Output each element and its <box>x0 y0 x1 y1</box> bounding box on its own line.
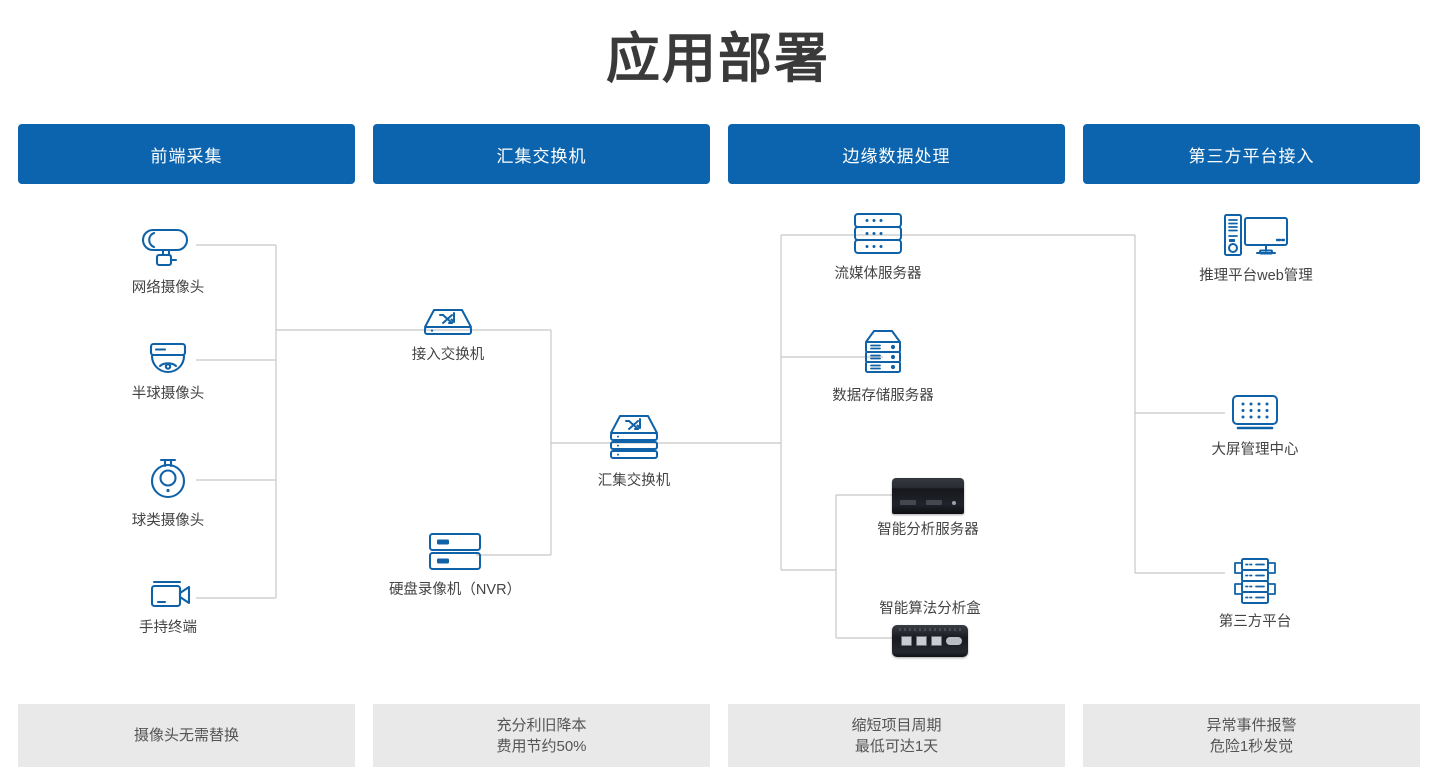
column-header-aggregation-switch: 汇集交换机 <box>373 124 710 184</box>
node-label: 手持终端 <box>139 620 197 636</box>
column-footer-aggregation: 充分利旧降本费用节约50% <box>373 704 710 767</box>
desktop-pc-icon <box>1220 212 1292 260</box>
node-label: 数据存储服务器 <box>832 388 934 404</box>
node-label: 硬盘录像机（NVR） <box>388 582 522 598</box>
page-title: 应用部署 <box>606 29 830 89</box>
node-label: 大屏管理中心 <box>1211 442 1299 458</box>
footer-line: 充分利旧降本 <box>496 716 587 734</box>
footer-line: 异常事件报警 <box>1206 716 1297 734</box>
node-label: 流媒体服务器 <box>834 266 922 282</box>
server-rack-icon <box>1225 556 1285 606</box>
footer-line: 最低可达1天 <box>854 737 939 755</box>
ai-box-photo-icon <box>892 625 968 657</box>
node-label: 接入交换机 <box>411 347 485 363</box>
node-dome-camera[interactable]: 半球摄像头 <box>128 340 208 403</box>
node-access-switch[interactable]: 接入交换机 <box>395 305 501 364</box>
node-label: 汇集交换机 <box>597 473 671 489</box>
storage-server-icon <box>854 328 912 380</box>
rack-server-icon <box>848 210 908 258</box>
switch-icon <box>418 305 478 339</box>
column-footer-front-end: 摄像头无需替换 <box>18 704 355 767</box>
node-label: 推理平台web管理 <box>1199 268 1313 284</box>
node-storage-server[interactable]: 数据存储服务器 <box>828 328 938 405</box>
node-label: 网络摄像头 <box>131 280 205 296</box>
node-label: 第三方平台 <box>1218 614 1292 630</box>
node-label: 球类摄像头 <box>131 513 205 529</box>
column-header-third-party-access: 第三方平台接入 <box>1083 124 1420 184</box>
node-label: 智能分析服务器 <box>877 522 979 538</box>
video-wall-icon <box>1227 392 1283 434</box>
node-ai-analysis-server[interactable]: 智能分析服务器 <box>868 478 988 539</box>
ptz-camera-icon <box>143 455 193 505</box>
footer-text-wrap: 缩短项目周期最低可达1天 <box>851 715 941 757</box>
handheld-camera-icon <box>142 578 194 612</box>
footer-line: 危险1秒发觉 <box>1209 737 1294 755</box>
column-footer-edge: 缩短项目周期最低可达1天 <box>728 704 1065 767</box>
footer-line: 缩短项目周期 <box>851 716 942 734</box>
node-streaming-server[interactable]: 流媒体服务器 <box>823 210 933 283</box>
node-video-wall[interactable]: 大屏管理中心 <box>1196 392 1314 459</box>
footer-line: 费用节约50% <box>496 737 587 755</box>
ip-camera-icon <box>141 224 195 272</box>
stacked-switch-icon <box>603 413 665 465</box>
node-ptz-camera[interactable]: 球类摄像头 <box>128 455 208 530</box>
node-label: 智能算法分析盒 <box>879 601 981 617</box>
footer-line: 摄像头无需替换 <box>133 727 239 744</box>
node-third-party-platform[interactable]: 第三方平台 <box>1205 556 1305 631</box>
column-header-front-end: 前端采集 <box>18 124 355 184</box>
footer-text-wrap: 异常事件报警危险1秒发觉 <box>1206 715 1296 757</box>
column-header-edge-processing: 边缘数据处理 <box>728 124 1065 184</box>
node-label: 半球摄像头 <box>131 386 205 402</box>
column-footer-third-party: 异常事件报警危险1秒发觉 <box>1083 704 1420 767</box>
footer-text-wrap: 充分利旧降本费用节约50% <box>496 715 586 757</box>
nvr-icon <box>424 530 486 574</box>
node-nvr[interactable]: 硬盘录像机（NVR） <box>380 530 530 599</box>
node-aggregation-switch[interactable]: 汇集交换机 <box>580 413 688 490</box>
node-handheld-terminal[interactable]: 手持终端 <box>128 578 208 637</box>
dome-camera-icon <box>141 340 195 378</box>
node-ip-camera[interactable]: 网络摄像头 <box>128 224 208 297</box>
footer-text-wrap: 摄像头无需替换 <box>134 725 239 746</box>
ai-server-photo-icon <box>892 478 964 514</box>
node-ai-algorithm-box[interactable]: 智能算法分析盒 <box>870 600 990 657</box>
node-web-admin[interactable]: 推理平台web管理 <box>1192 212 1320 285</box>
